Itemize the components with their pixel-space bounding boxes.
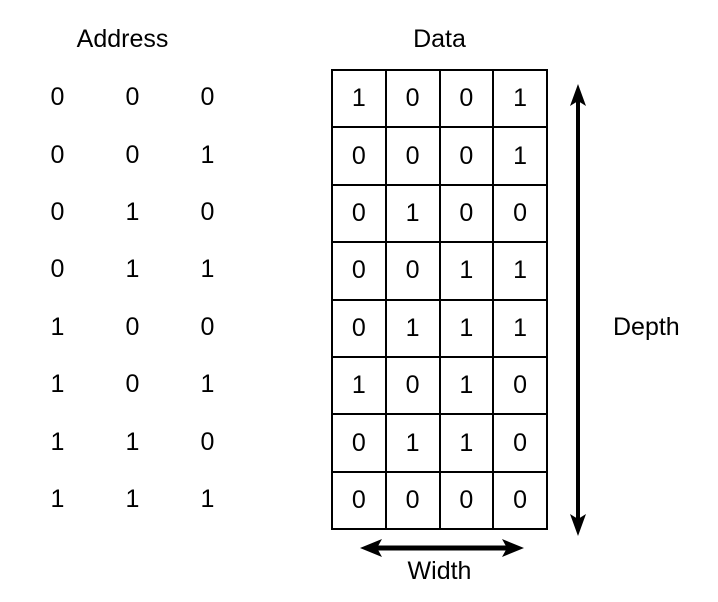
address-bit: 0	[50, 140, 65, 169]
address-column-heading: Address	[76, 25, 169, 53]
data-cell: 0	[492, 413, 548, 473]
address-bit: 1	[50, 427, 65, 456]
data-column-heading: Data	[413, 25, 466, 53]
data-cell: 0	[438, 126, 495, 186]
address-table: 0 0 0 0 0 1 0 1 0 0 1 1 1 0 0 1 0 1 1 1 0 1 1 1	[20, 69, 245, 528]
address-bit: 0	[125, 312, 140, 341]
address-bit: 0	[125, 140, 140, 169]
data-cell: 1	[438, 298, 495, 358]
address-bit: 1	[200, 255, 215, 284]
data-cell: 1	[492, 68, 548, 129]
address-bit: 0	[50, 83, 65, 112]
address-bit: 1	[125, 484, 140, 513]
data-cell: 0	[438, 470, 495, 531]
data-cell: 1	[384, 413, 441, 473]
address-row: 1 1 0	[20, 413, 245, 470]
data-cell: 1	[331, 355, 387, 416]
data-cell: 1	[384, 298, 441, 358]
address-bit: 0	[125, 83, 140, 112]
address-bit: 0	[50, 255, 65, 284]
data-cell: 1	[492, 241, 548, 301]
address-bit: 0	[200, 427, 215, 456]
address-row: 0 1 1	[20, 241, 245, 298]
width-label: Width	[407, 557, 472, 585]
data-cell: 1	[438, 241, 495, 301]
data-cell: 0	[384, 241, 441, 301]
data-cell: 0	[384, 470, 441, 531]
address-bit: 1	[50, 370, 65, 399]
data-cell: 1	[492, 126, 548, 186]
data-cell: 0	[384, 68, 441, 129]
address-bit: 1	[200, 484, 215, 513]
data-cell: 0	[331, 241, 387, 301]
address-bit: 1	[125, 427, 140, 456]
address-bit: 1	[125, 197, 140, 226]
width-arrow-icon	[360, 539, 524, 557]
data-cell: 0	[331, 126, 387, 186]
data-cell: 0	[384, 355, 441, 416]
address-bit: 1	[200, 370, 215, 399]
data-cell: 0	[384, 126, 441, 186]
address-table-body: 0 0 0 0 0 1 0 1 0 0 1 1 1 0 0 1 0 1 1 1 0 1 1 1	[20, 69, 245, 528]
depth-label: Depth	[613, 313, 680, 341]
depth-arrow-icon	[570, 84, 586, 536]
address-bit: 0	[125, 370, 140, 399]
data-cell: 0	[331, 298, 387, 358]
address-bit: 0	[50, 197, 65, 226]
data-cell: 1	[492, 298, 548, 358]
address-row: 0 0 1	[20, 126, 245, 183]
address-bit: 0	[200, 312, 215, 341]
address-row: 1 0 0	[20, 299, 245, 356]
data-cell: 0	[438, 183, 495, 244]
data-cell: 1	[331, 68, 387, 129]
address-bit: 1	[125, 255, 140, 284]
data-cell: 0	[331, 470, 387, 531]
data-cell: 1	[438, 413, 495, 473]
data-cell: 0	[492, 183, 548, 244]
address-bit: 1	[50, 312, 65, 341]
address-bit: 0	[200, 197, 215, 226]
data-cell: 0	[492, 470, 548, 531]
address-row: 1 0 1	[20, 356, 245, 413]
address-bit: 1	[200, 140, 215, 169]
data-cell: 1	[384, 183, 441, 244]
data-cell: 0	[331, 413, 387, 473]
address-row: 0 1 0	[20, 184, 245, 241]
address-row: 0 0 0	[20, 69, 245, 126]
data-cell: 0	[331, 183, 387, 244]
address-row: 1 1 1	[20, 471, 245, 528]
data-cell: 0	[438, 68, 495, 129]
address-bit: 1	[50, 484, 65, 513]
address-bit: 0	[200, 83, 215, 112]
data-cell: 0	[492, 355, 548, 416]
data-cell: 1	[438, 355, 495, 416]
